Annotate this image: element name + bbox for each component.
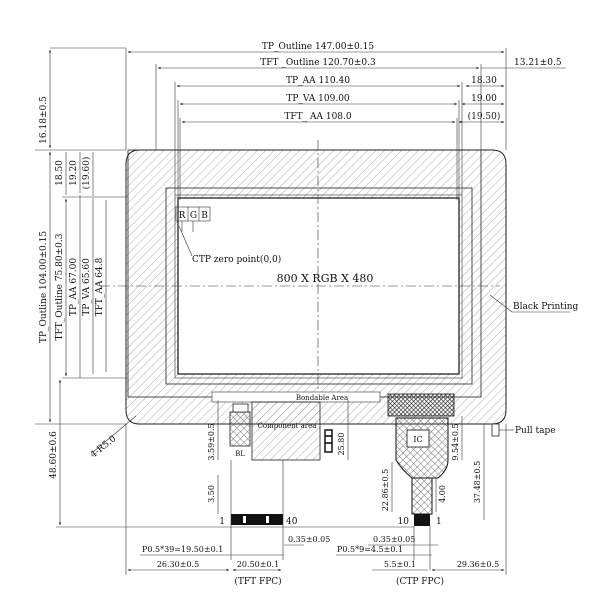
top-dimensions: TP_Outline 147.00±0.15 TFT _Outline 120.…	[125, 42, 566, 200]
dim-tp-outline-w: TP_Outline 147.00±0.15	[262, 42, 374, 52]
dim-29-36: 29.36±0.5	[457, 560, 499, 569]
small-connector	[324, 429, 333, 453]
tft-pin-40: 40	[286, 517, 298, 527]
dim-37-48: 37.48±0.5	[473, 461, 482, 503]
ctp-fpc-tail	[411, 477, 433, 515]
dim-0-35-tft: 0.35±0.05	[288, 535, 330, 544]
dim-tft-outline-h: TFT_Outline 75.80±0.3	[55, 233, 65, 340]
black-printing-label: Black Printing	[513, 302, 579, 312]
dim-3-59: 3.59±0.5	[207, 423, 216, 460]
bottom-dimensions: 0.35±0.05 0.35±0.05 P0.5*39=19.50±0.1 P0…	[125, 424, 507, 587]
dim-9-54: 9.54±0.5	[451, 423, 460, 460]
dim-26-30: 26.30±0.5	[157, 560, 199, 569]
left-dimensions: TP_Outline 104.00±0.15 TFT_Outline 75.80…	[35, 47, 414, 528]
component-area-label: Component area	[258, 422, 317, 430]
ctp-pin-10: 10	[398, 517, 410, 527]
dim-13-21: 13.21±0.5	[514, 58, 562, 68]
rgb-g: G	[190, 211, 197, 221]
pull-tape	[491, 423, 500, 437]
dim-19-00: 19.00	[471, 94, 497, 104]
inner-frame	[165, 187, 473, 385]
radius-label: 4-R5.0	[89, 434, 119, 460]
dim-tft-outline-w: TFT _Outline 120.70±0.3	[260, 58, 376, 68]
ctp-pin-1: 1	[436, 517, 442, 527]
dim-20-50: 20.50±0.1	[237, 560, 279, 569]
ctp-zero-point-label: CTP zero point(0,0)	[192, 254, 281, 265]
bondable-area-label: Bondable Area	[296, 394, 348, 402]
dim-tp-va-h: TP_VA 65.60	[82, 258, 92, 316]
dim-19-20: 19.20	[69, 160, 79, 186]
dim-16-18: 16.18±0.5	[39, 96, 49, 144]
dim-25-80: 25.80	[337, 433, 346, 456]
dim-0-35-ctp: 0.35±0.05	[373, 535, 415, 544]
component-area	[251, 401, 321, 461]
dim-19-60: (19.60)	[81, 157, 92, 190]
pull-tape-label: Pull tape	[515, 426, 556, 436]
ctp-bond-pad	[387, 393, 455, 417]
dim-tp-outline-h: TP_Outline 104.00±0.15	[39, 231, 49, 343]
tft-fpc-label: (TFT FPC)	[234, 576, 281, 587]
rgb-b: B	[201, 211, 208, 221]
dim-18-50: 18.50	[55, 160, 65, 186]
rgb-pixel-marker: R G B	[175, 206, 211, 232]
rgb-r: R	[179, 211, 186, 221]
dim-48-60: 48.60±0.6	[49, 431, 59, 479]
dim-22-86: 22.86±0.5	[381, 469, 390, 511]
dim-tp-va-w: TP_VA 109.00	[286, 94, 350, 104]
ctp-fpc-body	[395, 417, 449, 479]
dim-tp-aa-w: TP_AA 110.40	[286, 76, 350, 86]
view-area	[174, 194, 463, 379]
tft-pin-1: 1	[219, 517, 225, 527]
dim-5-5: 5.5±0.1	[384, 560, 416, 569]
dim-pitch-ctp: P0.5*9=4.5±0.1	[337, 545, 403, 554]
lower-dimensions: 3.59±0.5 3.50 25.80 9.54±0.5 37.48±0.5 2…	[207, 400, 485, 520]
dim-3-50: 3.50	[207, 485, 216, 503]
resolution-label: 800 X RGB X 480	[277, 272, 374, 285]
dim-4-00: 4.00	[438, 485, 447, 503]
bl-block	[229, 411, 251, 447]
dim-19-50: (19.50)	[468, 111, 501, 122]
ic-label: IC	[413, 435, 422, 444]
tft-fpc-connector	[231, 514, 283, 525]
ctp-fpc-connector	[414, 514, 430, 526]
dim-tft-aa-w: TFT_ AA 108.0	[284, 112, 352, 122]
ic-chip	[406, 429, 430, 448]
dim-pitch-tft: P0.5*39=19.50±0.1	[142, 545, 223, 554]
ctp-fpc-label: (CTP FPC)	[396, 576, 444, 587]
bl-label: BL	[235, 450, 245, 458]
dim-tft-aa-h: TFT_AA 64.8	[95, 257, 105, 316]
dim-tp-aa-h: TP_AA 67.00	[69, 258, 79, 316]
dim-18-30: 18.30	[471, 76, 497, 86]
